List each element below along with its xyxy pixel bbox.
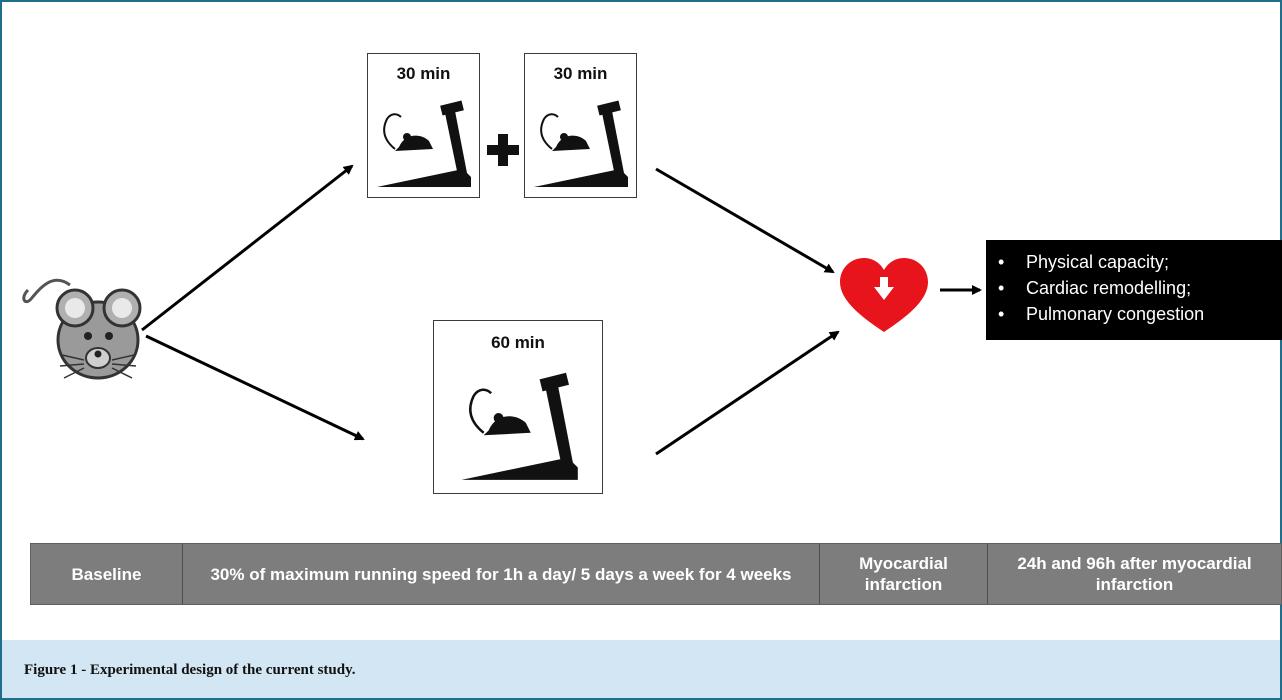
arrow-to-interval-protocol xyxy=(141,164,354,332)
figure-caption: Figure 1 - Experimental design of the cu… xyxy=(24,662,356,678)
outcome-pulmonary-congestion: Pulmonary congestion xyxy=(1026,304,1205,324)
outcome-item: • Physical capacity; xyxy=(998,249,1282,275)
timeline-cell-followup: 24h and 96h after myocardial infarction xyxy=(1017,554,1252,594)
mouse-icon xyxy=(22,278,142,380)
timeline-cell-baseline: Baseline xyxy=(31,544,183,604)
treadmill-mouse-icon xyxy=(377,100,471,187)
box-label-30min-a: 30 min xyxy=(396,64,451,83)
outcome-physical-capacity: Physical capacity; xyxy=(1026,252,1170,272)
treadmill-mouse-icon xyxy=(461,372,578,480)
caption-bar: Figure 1 - Experimental design of the cu… xyxy=(2,640,1280,698)
arrow-to-continuous-protocol xyxy=(145,334,365,441)
outcome-item: • Pulmonary congestion xyxy=(998,301,1282,327)
arrow-interval-to-mi xyxy=(655,167,835,274)
box-label-60min: 60 min xyxy=(491,333,545,352)
heart-icon xyxy=(840,258,928,332)
treadmill-mouse-icon xyxy=(534,100,628,187)
bullet: • xyxy=(998,304,1005,324)
timeline-bar: Baseline 30% of maximum running speed fo… xyxy=(30,543,1282,605)
treadmill-box-30min-b: 30 min xyxy=(524,53,637,198)
timeline-cell-training: 30% of maximum running speed for 1h a da… xyxy=(183,544,820,604)
treadmill-box-30min-a: 30 min xyxy=(367,53,480,198)
arrow-continuous-to-mi xyxy=(655,330,840,456)
outcomes-list: • Physical capacity; • Cardiac remodelling… xyxy=(998,249,1282,327)
outcomes-box: • Physical capacity; • Cardiac remodelling… xyxy=(986,240,1282,340)
outcome-cardiac-remodelling: Cardiac remodelling; xyxy=(1026,278,1192,298)
plus-icon xyxy=(487,134,519,166)
outcome-item: • Cardiac remodelling; xyxy=(998,275,1282,301)
treadmill-box-60min: 60 min xyxy=(433,320,603,494)
timeline-cell-mi: Myocardial infarction xyxy=(820,544,988,604)
box-label-30min-b: 30 min xyxy=(553,64,608,83)
bullet: • xyxy=(998,252,1005,272)
bullet: • xyxy=(998,278,1005,298)
